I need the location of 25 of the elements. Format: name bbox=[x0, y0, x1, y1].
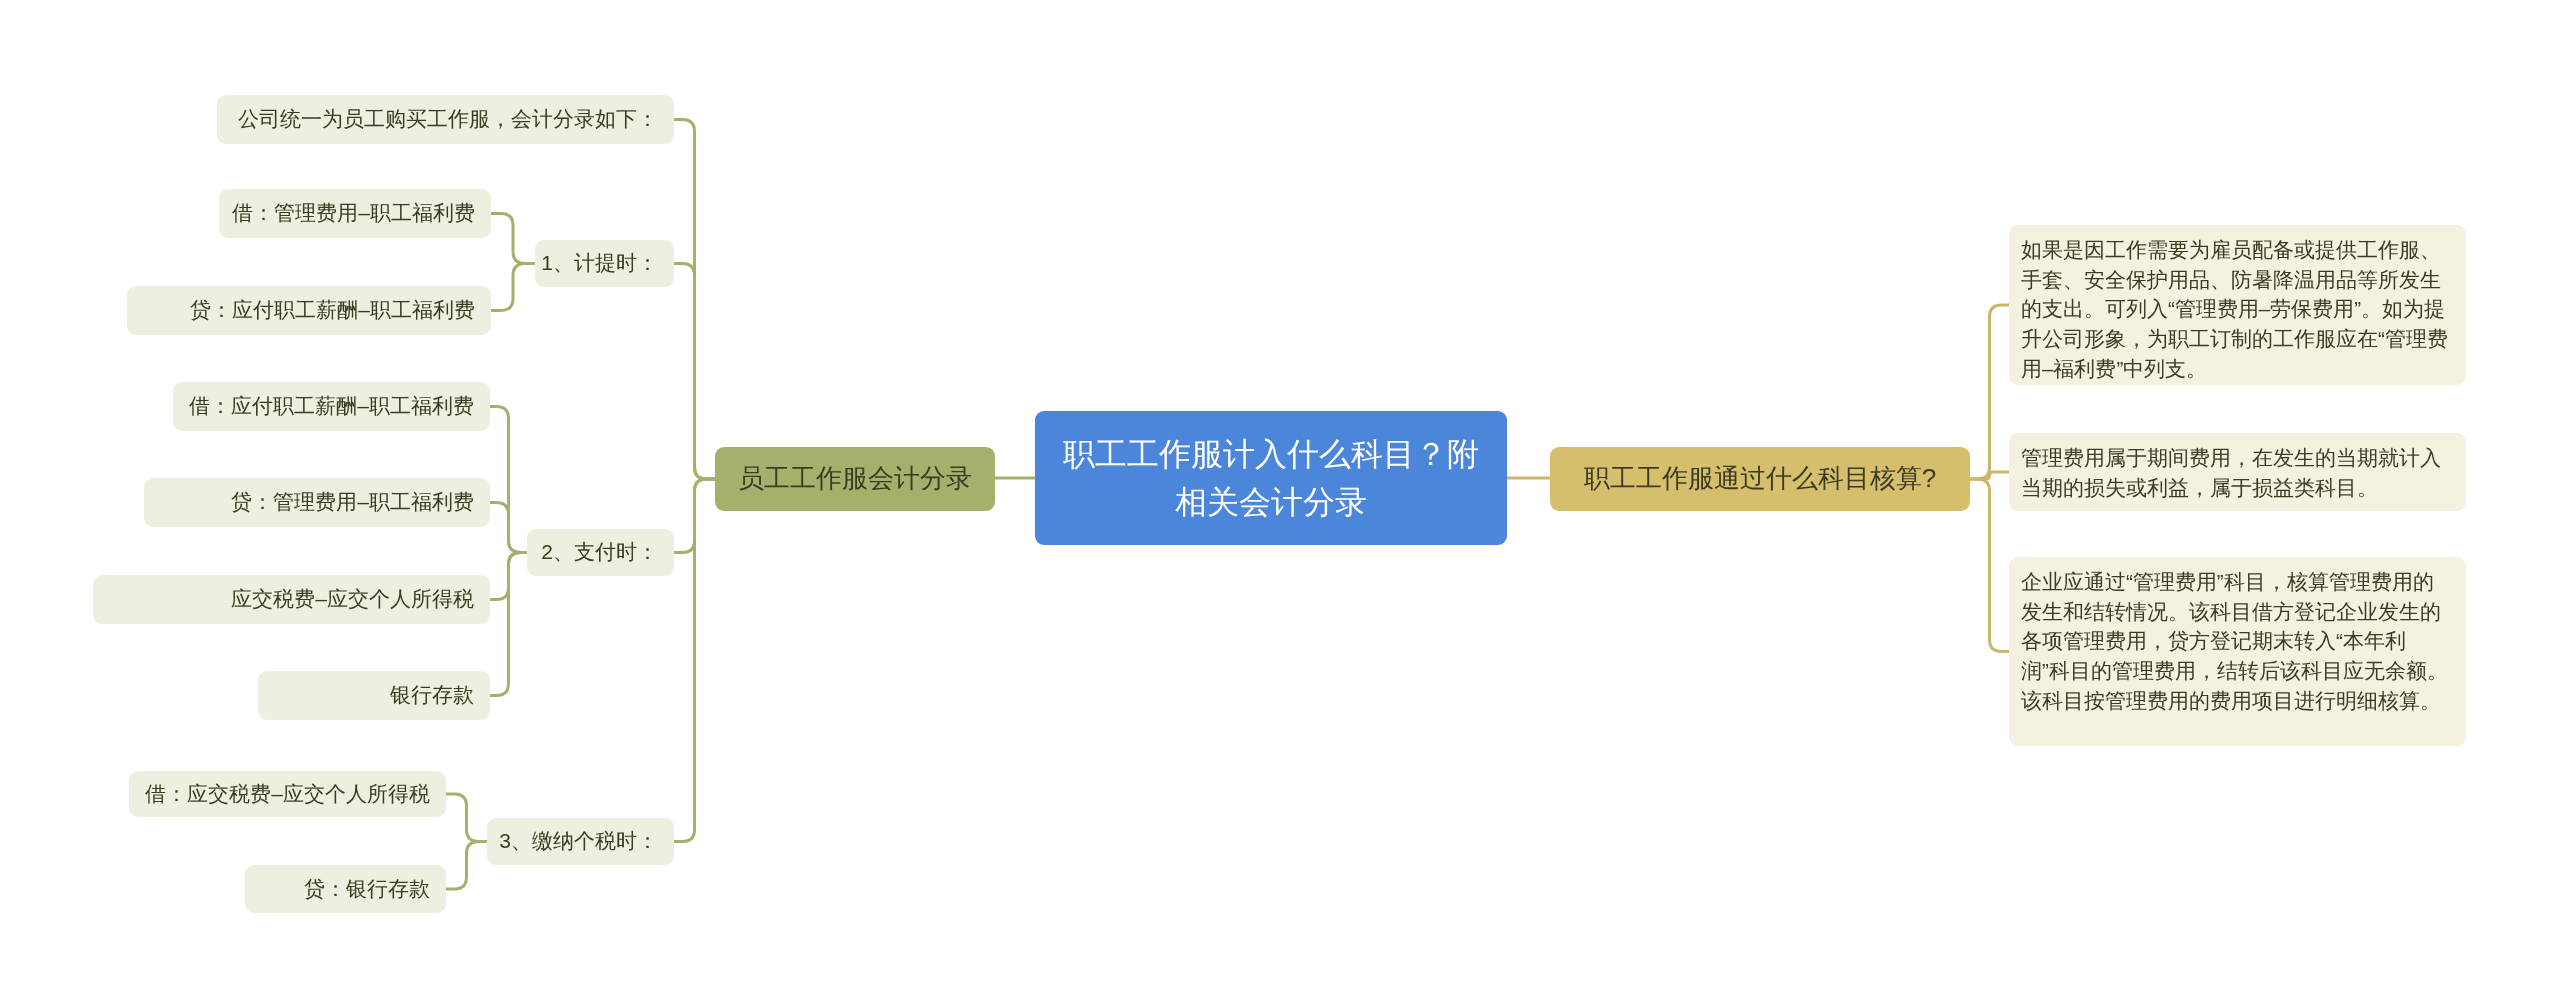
connector-line bbox=[995, 476, 1035, 480]
note-box: 如果是因工作需要为雇员配备或提供工作服、手套、安全保护用品、防暑降温用品等所发生的支出。可列入“管理费用–劳保费用”。如为提升公司形象，为职工订制的工作服应在“管理费用–福利费”中列支。 bbox=[2009, 225, 2466, 385]
subtopic-box: 1、计提时： bbox=[535, 240, 674, 287]
central-topic-box: 职工工作服计入什么科目？附相关会计分录 bbox=[1035, 411, 1507, 545]
subtopic-box: 贷：应付职工薪酬–职工福利费 bbox=[127, 286, 491, 335]
subtopic-box: 2、支付时： bbox=[527, 529, 674, 576]
subtopic-box: 贷：银行存款 bbox=[245, 865, 446, 913]
subtopic-box: 3、缴纳个税时： bbox=[487, 818, 674, 865]
note-box: 管理费用属于期间费用，在发生的当期就计入当期的损失或利益，属于损益类科目。 bbox=[2009, 433, 2466, 511]
branch-topic-box: 职工工作服通过什么科目核算? bbox=[1550, 447, 1970, 511]
connector-line bbox=[491, 262, 535, 312]
subtopic-box: 公司统一为员工购买工作服，会计分录如下： bbox=[217, 95, 674, 144]
connector-line bbox=[490, 551, 527, 697]
connector-line bbox=[446, 840, 487, 891]
subtopic-box: 应交税费–应交个人所得税 bbox=[93, 575, 490, 624]
subtopic-box: 借：应付职工薪酬–职工福利费 bbox=[173, 382, 490, 431]
branch-topic-box: 员工工作服会计分录 bbox=[715, 447, 995, 511]
connector-line bbox=[1507, 476, 1550, 480]
subtopic-box: 贷：管理费用–职工福利费 bbox=[144, 478, 490, 527]
subtopic-box: 借：管理费用–职工福利费 bbox=[219, 189, 491, 238]
connector-line bbox=[674, 477, 715, 843]
note-box: 企业应通过“管理费用”科目，核算管理费用的发生和结转情况。该科目借方登记企业发生的各项管理费用，贷方登记期末转入“本年利润”科目的管理费用，结转后该科目应无余额。该科目按管理费用的费用项目进行明细核算。 bbox=[2009, 557, 2466, 746]
connector-line bbox=[1970, 477, 2009, 653]
subtopic-box: 借：应交税费–应交个人所得税 bbox=[129, 771, 446, 817]
subtopic-box: 银行存款 bbox=[258, 671, 490, 720]
